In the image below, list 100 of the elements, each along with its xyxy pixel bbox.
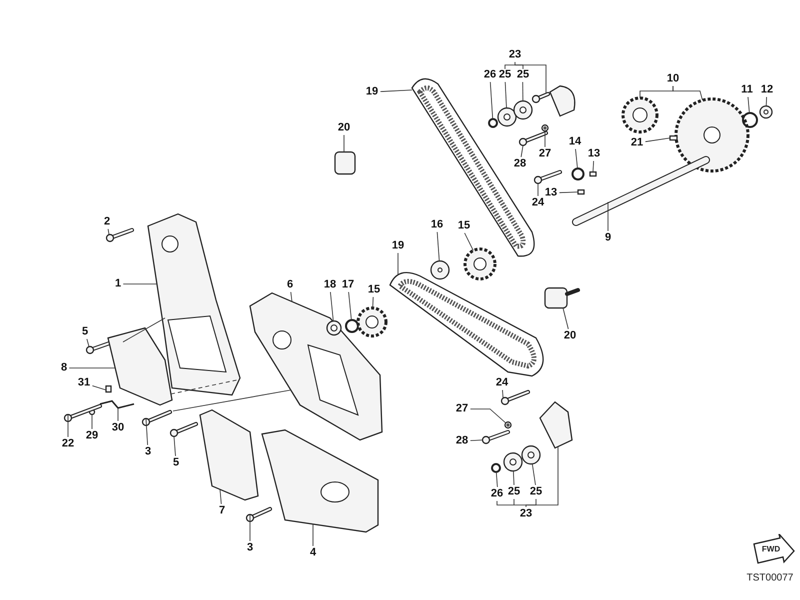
bolt xyxy=(482,430,510,444)
assembly-line xyxy=(172,390,292,412)
leader-line xyxy=(502,390,504,398)
snap-ring xyxy=(488,118,498,128)
callout-number: 15 xyxy=(456,220,472,232)
clip xyxy=(100,400,134,409)
callout-number: 3 xyxy=(144,446,152,458)
bolt xyxy=(106,228,134,242)
leader-line xyxy=(312,524,314,546)
leader-line xyxy=(174,436,176,456)
callout-number: 16 xyxy=(430,218,444,232)
callout-number: 22 xyxy=(60,438,76,450)
washer xyxy=(541,124,549,132)
leader-line xyxy=(532,464,536,486)
leader-line xyxy=(504,82,507,108)
leader-line xyxy=(496,472,498,488)
leader-line xyxy=(592,160,594,172)
callout-number: 11 xyxy=(740,84,754,96)
leader-line xyxy=(436,232,440,262)
pulley xyxy=(356,306,388,338)
nut xyxy=(759,105,773,119)
spacer xyxy=(544,287,580,309)
callout-number: 25 xyxy=(516,68,530,82)
washer xyxy=(504,421,512,429)
leader-line xyxy=(544,130,546,148)
callout-number: 18 xyxy=(322,278,338,292)
callout-number: 5 xyxy=(80,326,90,338)
bolt xyxy=(142,410,172,426)
callout-number: 23 xyxy=(508,48,522,62)
leader-line xyxy=(108,228,110,235)
cover-plate xyxy=(107,327,173,406)
leader-line xyxy=(86,338,90,347)
washer xyxy=(345,319,359,333)
tensioner-arm xyxy=(539,401,573,449)
leader-line xyxy=(372,296,374,308)
callout-number: 12 xyxy=(760,84,774,96)
cover xyxy=(261,429,379,533)
callout-number: 26 xyxy=(482,68,498,82)
callout-number: 25 xyxy=(506,486,522,498)
drawing-code: TST00077 xyxy=(746,572,794,584)
bolt xyxy=(518,131,548,146)
bolt xyxy=(500,390,530,406)
callout-number: 23 xyxy=(518,508,534,520)
callout-number: 28 xyxy=(512,158,528,170)
callout-number: 15 xyxy=(366,284,382,296)
callout-number: 7 xyxy=(218,504,226,518)
leader-line xyxy=(766,96,767,106)
leader-line xyxy=(146,418,148,446)
bearing xyxy=(497,107,517,127)
callout-number: 13 xyxy=(586,148,602,160)
gear xyxy=(674,98,750,172)
leader-line xyxy=(330,292,334,322)
callout-number: 9 xyxy=(604,232,612,244)
bolt xyxy=(64,404,102,422)
leader-line xyxy=(470,408,506,424)
leader-line xyxy=(520,145,524,158)
leader-line xyxy=(559,192,578,194)
leader-line xyxy=(522,82,524,102)
callout-number: 21 xyxy=(630,136,644,150)
callout-number: 17 xyxy=(340,278,356,292)
leader-line xyxy=(640,86,674,98)
bolt xyxy=(534,170,562,184)
bearing xyxy=(503,452,523,472)
shaft xyxy=(572,156,710,226)
washer xyxy=(742,112,758,128)
callout-number: 25 xyxy=(528,486,544,498)
callout-number: 10 xyxy=(666,72,680,86)
snap-ring xyxy=(491,463,501,473)
sleeve xyxy=(105,385,112,393)
callout-number: 24 xyxy=(530,196,546,210)
callout-number: 27 xyxy=(454,402,470,416)
washer xyxy=(430,260,450,280)
callout-number: 25 xyxy=(498,68,512,82)
pulley xyxy=(464,248,496,280)
direction-label: FWD xyxy=(762,544,780,554)
callout-number: 1 xyxy=(114,278,122,290)
leader-line xyxy=(220,489,222,504)
callout-number: 4 xyxy=(308,546,318,560)
bearing xyxy=(513,100,533,120)
leader-line xyxy=(748,96,750,114)
key xyxy=(669,135,678,141)
leader-line xyxy=(92,385,106,390)
leader-line xyxy=(526,446,558,508)
leader-line xyxy=(470,440,483,441)
leader-line xyxy=(348,292,352,320)
callout-number: 20 xyxy=(336,122,352,134)
callout-number: 13 xyxy=(544,186,558,200)
gear xyxy=(622,96,658,134)
callout-number: 29 xyxy=(84,430,100,442)
callout-number: 19 xyxy=(390,240,406,252)
callout-number: 24 xyxy=(494,376,510,390)
callout-number: 20 xyxy=(562,330,578,342)
callout-number: 31 xyxy=(76,376,92,390)
callout-number: 8 xyxy=(60,362,68,374)
callout-number: 14 xyxy=(568,136,582,148)
leader-line xyxy=(290,292,292,302)
cover-plate xyxy=(249,292,383,441)
callout-number: 5 xyxy=(172,456,180,470)
leader-line xyxy=(575,148,578,169)
callout-number: 30 xyxy=(110,422,126,434)
